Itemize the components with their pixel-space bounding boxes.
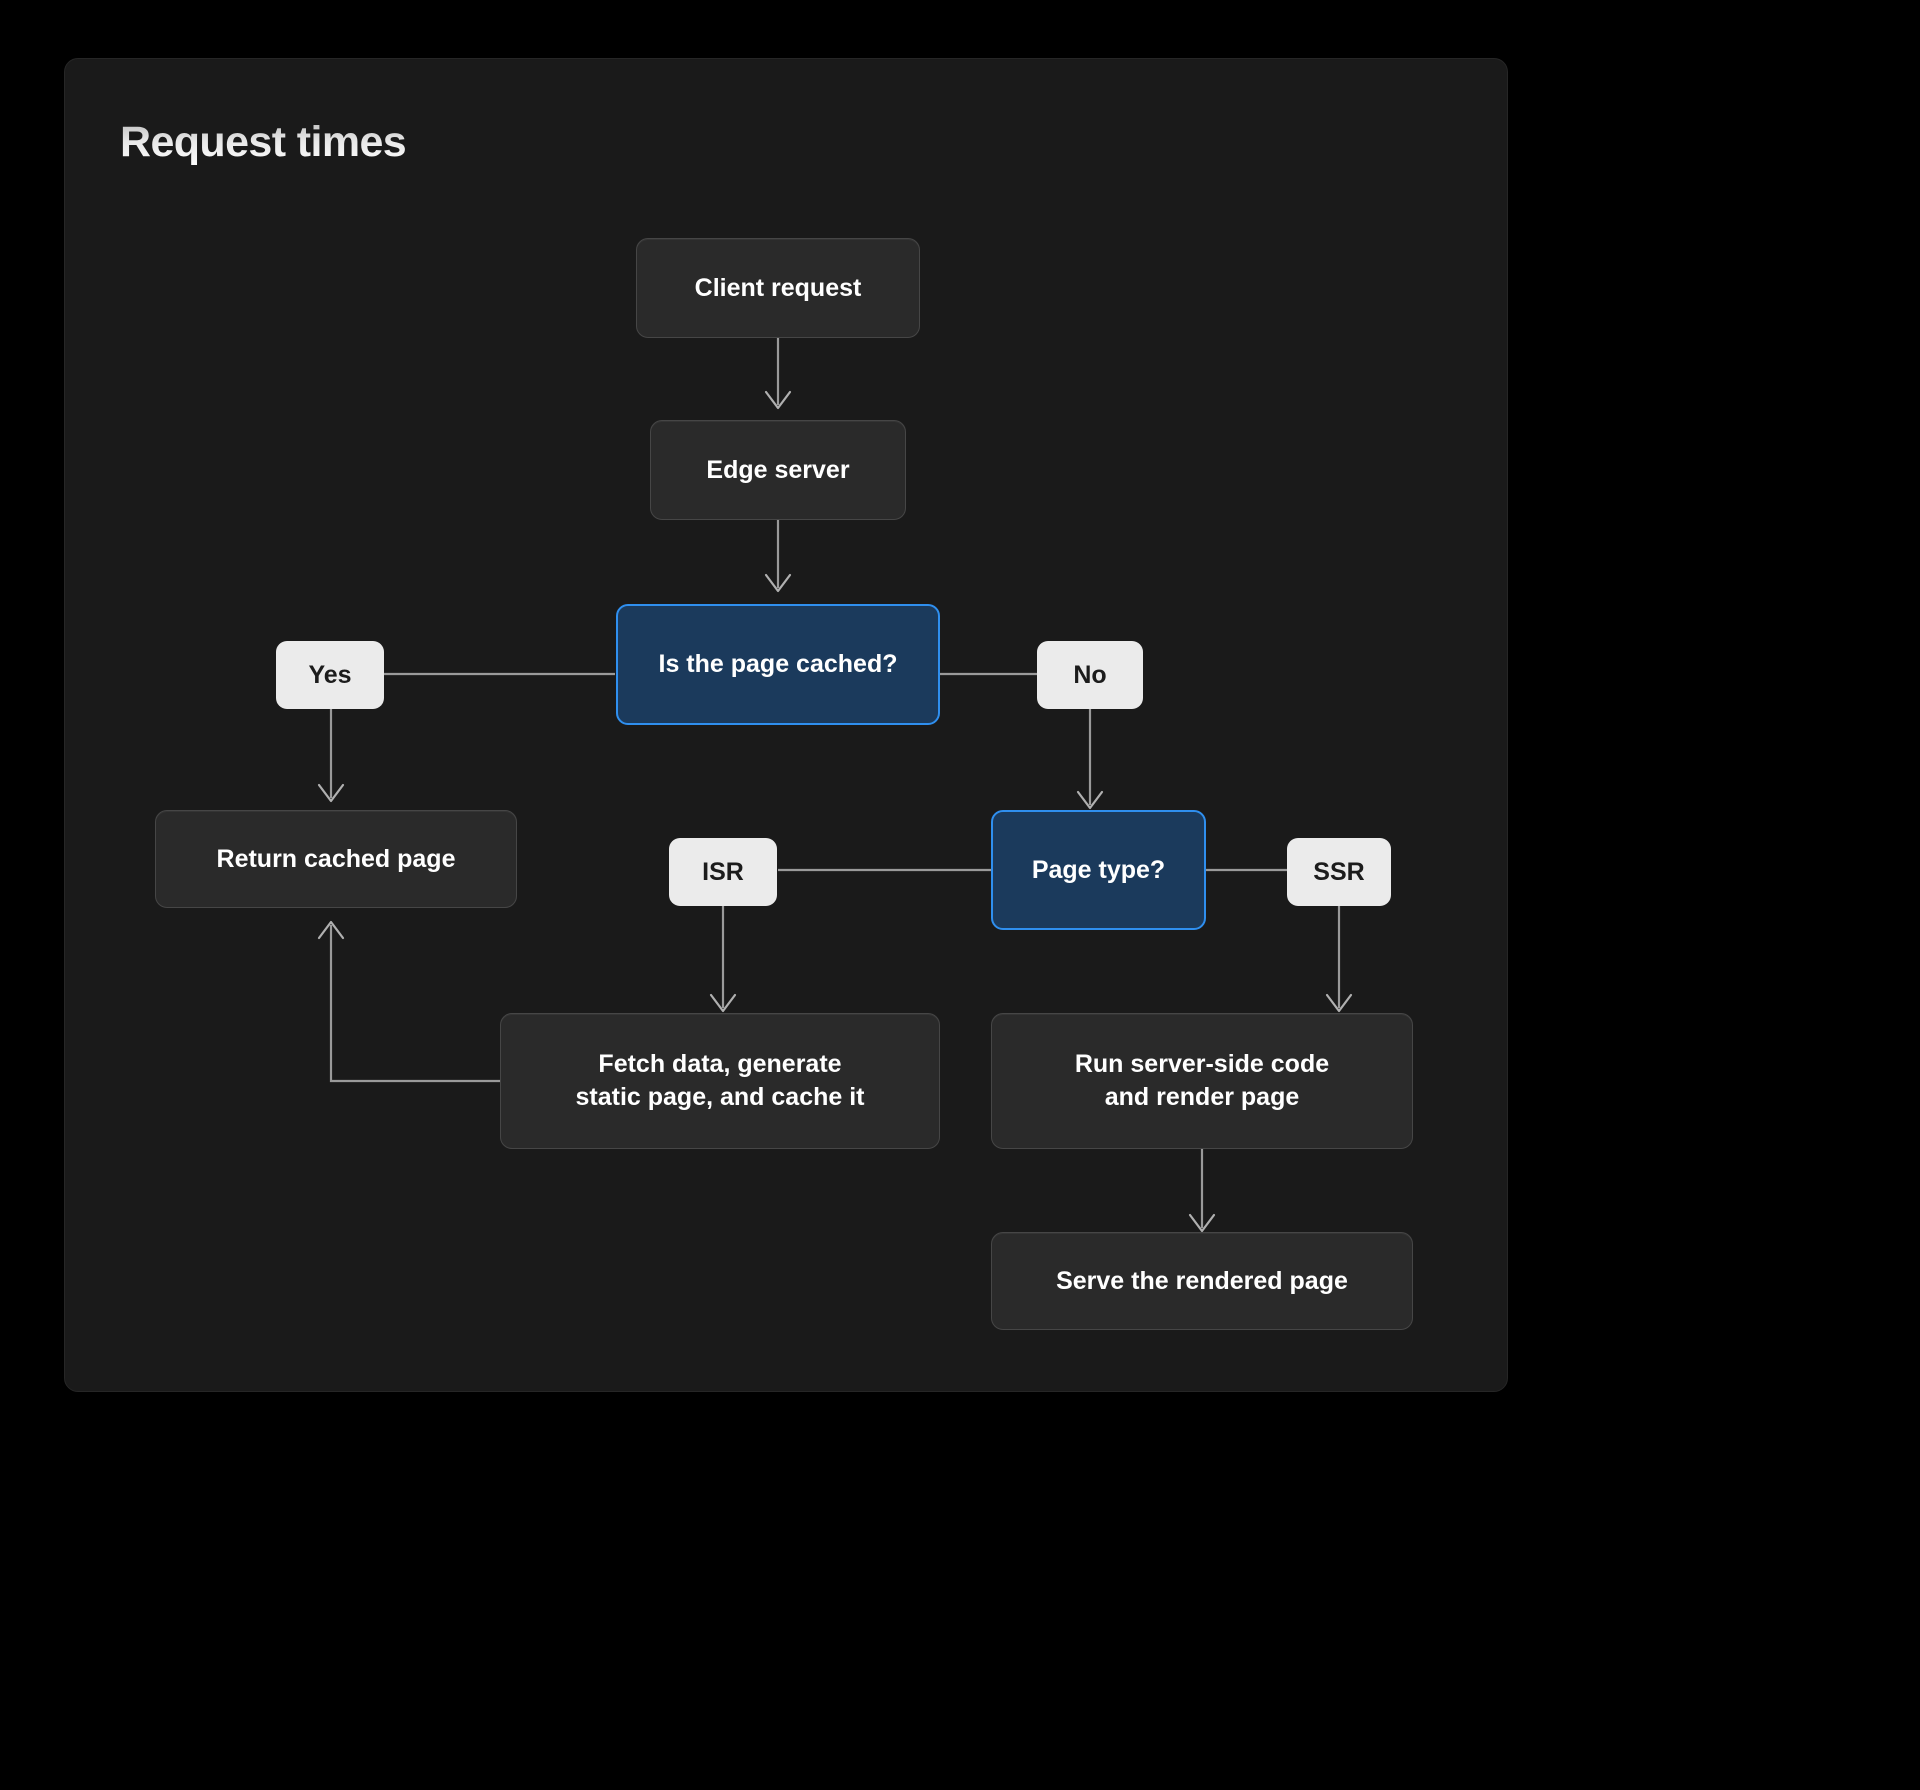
node-is-page-cached-label: Is the page cached? <box>658 650 898 678</box>
edge-label-yes[interactable]: Yes <box>276 641 384 709</box>
node-run-server-side-code-line1: Run server-side code <box>1074 1050 1330 1078</box>
edge-label-isr-text: ISR <box>702 857 744 886</box>
node-client-request[interactable]: Client request <box>636 238 920 338</box>
node-fetch-generate-cache-line2: static page, and cache it <box>575 1083 865 1111</box>
node-serve-rendered-page-label: Serve the rendered page <box>1056 1266 1348 1295</box>
edge-label-isr[interactable]: ISR <box>669 838 777 906</box>
node-client-request-label: Client request <box>694 273 862 302</box>
edge-label-yes-text: Yes <box>308 660 352 689</box>
node-page-type-label: Page type? <box>1031 855 1166 884</box>
node-edge-server-label: Edge server <box>706 455 850 484</box>
edge-label-no-text: No <box>1073 660 1107 689</box>
page-title: Request times <box>120 118 407 166</box>
edge-label-ssr[interactable]: SSR <box>1287 838 1391 906</box>
node-serve-rendered-page[interactable]: Serve the rendered page <box>991 1232 1413 1330</box>
node-return-cached-page[interactable]: Return cached page <box>155 810 517 908</box>
node-page-type[interactable]: Page type? <box>991 810 1206 930</box>
node-run-server-side-code[interactable]: Run server-side code and render page <box>991 1013 1413 1149</box>
edge-label-no[interactable]: No <box>1037 641 1143 709</box>
node-fetch-generate-cache[interactable]: Fetch data, generate static page, and ca… <box>500 1013 940 1149</box>
node-is-page-cached[interactable]: Is the page cached? <box>616 604 940 725</box>
node-return-cached-page-label: Return cached page <box>216 844 456 873</box>
node-fetch-generate-cache-line1: Fetch data, generate <box>598 1050 842 1078</box>
edge-label-ssr-text: SSR <box>1313 857 1365 886</box>
node-run-server-side-code-line2: and render page <box>1104 1083 1300 1111</box>
node-edge-server[interactable]: Edge server <box>650 420 906 520</box>
